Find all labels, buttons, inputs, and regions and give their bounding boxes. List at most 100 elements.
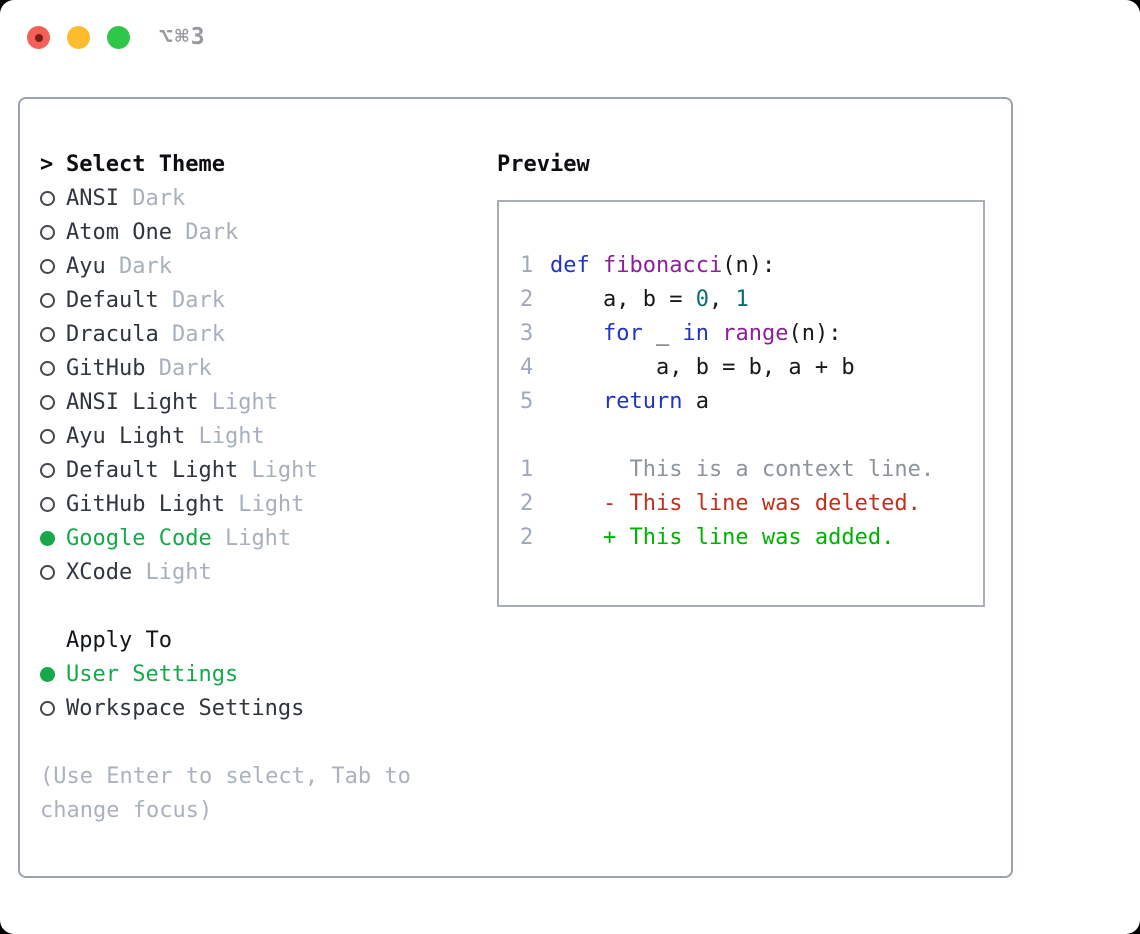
theme-name: Dracula bbox=[66, 322, 159, 347]
diff-line-add: 2 + This line was added. bbox=[520, 521, 983, 555]
code-token: in bbox=[682, 321, 709, 346]
theme-option-github-dark[interactable]: GitHub Dark bbox=[40, 352, 411, 386]
radio-unselected-icon bbox=[40, 191, 55, 206]
diff-line-context: 1 This is a context line. bbox=[520, 453, 983, 487]
code-token: range bbox=[722, 321, 789, 346]
modified-dot-icon bbox=[34, 33, 43, 42]
hint-line: (Use Enter to select, Tab to bbox=[40, 764, 411, 789]
code-line: 1 def fibonacci(n): bbox=[520, 249, 983, 283]
theme-variant: Light bbox=[198, 390, 278, 415]
radio-unselected-icon bbox=[40, 701, 55, 716]
line-number: 1 bbox=[520, 253, 534, 278]
cursor-indicator: > bbox=[40, 152, 54, 177]
theme-name: ANSI bbox=[66, 186, 119, 211]
theme-variant: Dark bbox=[158, 322, 225, 347]
radio-unselected-icon bbox=[40, 293, 55, 308]
apply-option-user-settings[interactable]: User Settings bbox=[40, 658, 411, 692]
code-token: , bbox=[708, 287, 736, 312]
radio-unselected-icon bbox=[40, 259, 55, 274]
theme-name: XCode bbox=[66, 560, 133, 585]
select-theme-header: > Select Theme bbox=[40, 148, 411, 182]
theme-option-dracula-dark[interactable]: Dracula Dark bbox=[40, 318, 411, 352]
code-token: def bbox=[550, 253, 590, 278]
radio-unselected-icon bbox=[40, 395, 55, 410]
code-line: 2 a, b = 0, 1 bbox=[520, 283, 983, 317]
hint-text: (Use Enter to select, Tab to change focus… bbox=[40, 760, 411, 828]
theme-name: Default Light bbox=[66, 458, 239, 483]
theme-option-default-light-light[interactable]: Default Light Light bbox=[40, 454, 411, 488]
blank-line bbox=[520, 419, 983, 453]
theme-variant: Dark bbox=[145, 356, 212, 381]
close-button[interactable] bbox=[27, 26, 50, 49]
code-token: (n): bbox=[722, 253, 776, 278]
radio-unselected-icon bbox=[40, 327, 55, 342]
window-title: ⌥⌘3 bbox=[159, 24, 207, 50]
hint-line: change focus) bbox=[40, 798, 213, 823]
theme-variant: Light bbox=[238, 458, 318, 483]
radio-unselected-icon bbox=[40, 361, 55, 376]
theme-variant: Dark bbox=[118, 186, 186, 211]
line-number: 3 bbox=[520, 321, 534, 346]
theme-name: GitHub Light bbox=[66, 492, 225, 517]
line-number: 4 bbox=[520, 355, 534, 380]
window-titlebar[interactable]: ⌥⌘3 bbox=[27, 26, 207, 49]
theme-name: ANSI Light bbox=[66, 390, 199, 415]
diff-preview: 1 This is a context line.2 - This line w… bbox=[520, 453, 983, 555]
preview-header: Preview bbox=[497, 152, 590, 177]
code-token bbox=[550, 389, 603, 414]
theme-option-xcode-light[interactable]: XCode Light bbox=[40, 556, 411, 590]
code-token: (n): bbox=[788, 321, 842, 346]
maximize-button[interactable] bbox=[107, 26, 130, 49]
theme-variant: Dark bbox=[171, 220, 239, 245]
code-token: a, b = b, a + b bbox=[550, 355, 855, 380]
theme-variant: Dark bbox=[105, 254, 172, 279]
select-theme-title: Select Theme bbox=[66, 152, 225, 177]
theme-variant: Light bbox=[224, 492, 305, 517]
code-token bbox=[590, 253, 603, 278]
theme-option-ansi-dark[interactable]: ANSI Dark bbox=[40, 182, 411, 216]
theme-option-default-dark[interactable]: Default Dark bbox=[40, 284, 411, 318]
theme-option-atom-one-dark[interactable]: Atom One Dark bbox=[40, 216, 411, 250]
code-line: 3 for _ in range(n): bbox=[520, 317, 983, 351]
apply-option-label: Workspace Settings bbox=[66, 696, 305, 721]
code-line: 4 a, b = b, a + b bbox=[520, 351, 983, 385]
code-token: a, b = bbox=[550, 287, 696, 312]
theme-variant: Light bbox=[211, 526, 292, 551]
code-token: _ bbox=[642, 321, 683, 346]
radio-unselected-icon bbox=[40, 497, 55, 512]
apply-option-workspace-settings[interactable]: Workspace Settings bbox=[40, 692, 411, 726]
theme-option-ayu-light-light[interactable]: Ayu Light Light bbox=[40, 420, 411, 454]
code-token: fibonacci bbox=[603, 253, 723, 278]
diff-text: This is a context line. bbox=[550, 457, 935, 482]
theme-name: Default bbox=[66, 288, 159, 313]
radio-unselected-icon bbox=[40, 463, 55, 478]
code-token: return bbox=[602, 389, 683, 414]
theme-name: Ayu Light bbox=[66, 424, 186, 449]
theme-option-github-light-light[interactable]: GitHub Light Light bbox=[40, 488, 411, 522]
diff-text: + This line was added. bbox=[550, 525, 895, 550]
code-token: 1 bbox=[735, 287, 749, 312]
code-token: 0 bbox=[695, 287, 709, 312]
theme-variant: Light bbox=[132, 560, 212, 585]
minimize-button[interactable] bbox=[67, 26, 90, 49]
theme-variant: Light bbox=[185, 424, 265, 449]
apply-option-label: User Settings bbox=[66, 662, 239, 687]
code-token bbox=[709, 321, 722, 346]
theme-option-ayu-dark[interactable]: Ayu Dark bbox=[40, 250, 411, 284]
line-number: 2 bbox=[520, 287, 534, 312]
theme-name: Google Code bbox=[66, 526, 212, 551]
radio-unselected-icon bbox=[40, 565, 55, 580]
radio-selected-icon bbox=[40, 531, 55, 546]
theme-name: Atom One bbox=[66, 220, 172, 245]
theme-option-ansi-light-light[interactable]: ANSI Light Light bbox=[40, 386, 411, 420]
line-number: 2 bbox=[520, 525, 534, 550]
code-token: for bbox=[602, 321, 643, 346]
radio-selected-icon bbox=[40, 667, 55, 682]
theme-variant: Dark bbox=[158, 288, 225, 313]
code-line: 5 return a bbox=[520, 385, 983, 419]
theme-name: Ayu bbox=[66, 254, 106, 279]
theme-option-google-code-light[interactable]: Google Code Light bbox=[40, 522, 411, 556]
apply-to-header: Apply To bbox=[66, 628, 172, 653]
